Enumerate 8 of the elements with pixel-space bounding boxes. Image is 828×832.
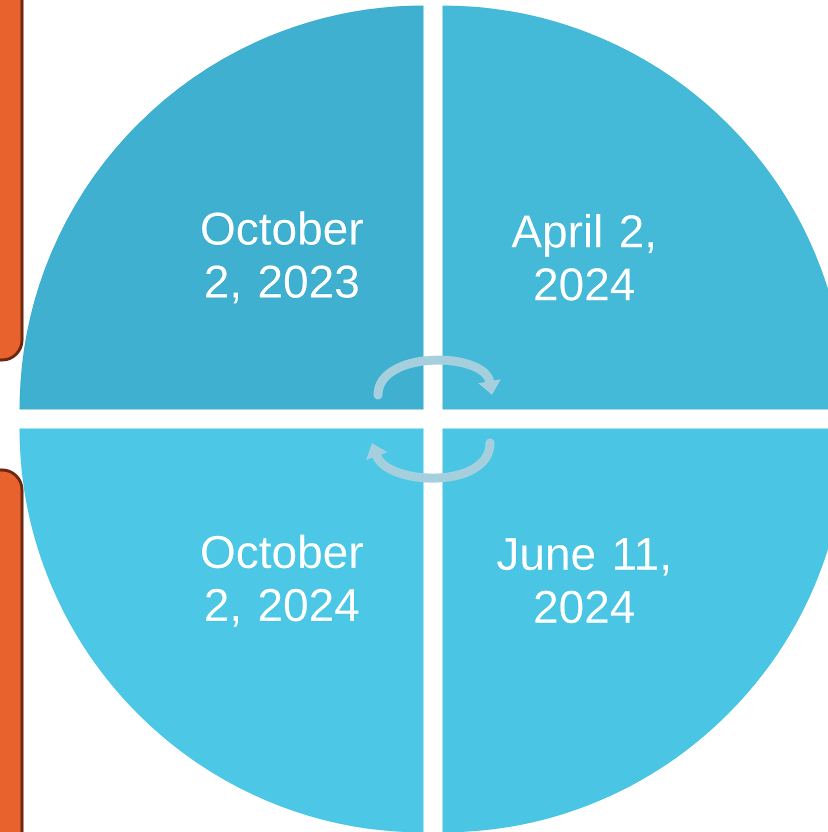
side-box (0, 0, 24, 362)
quadrant-segment: June 11, 2024 (442, 428, 828, 832)
side-box (0, 468, 24, 832)
quadrant-segment: April 2, 2024 (442, 4, 828, 410)
quadrant-segment: October 2, 2023 (18, 4, 424, 410)
curved-arrow (374, 356, 501, 400)
curved-arrow (366, 438, 494, 482)
quadrant-segment: October 2, 2024 (18, 428, 424, 832)
